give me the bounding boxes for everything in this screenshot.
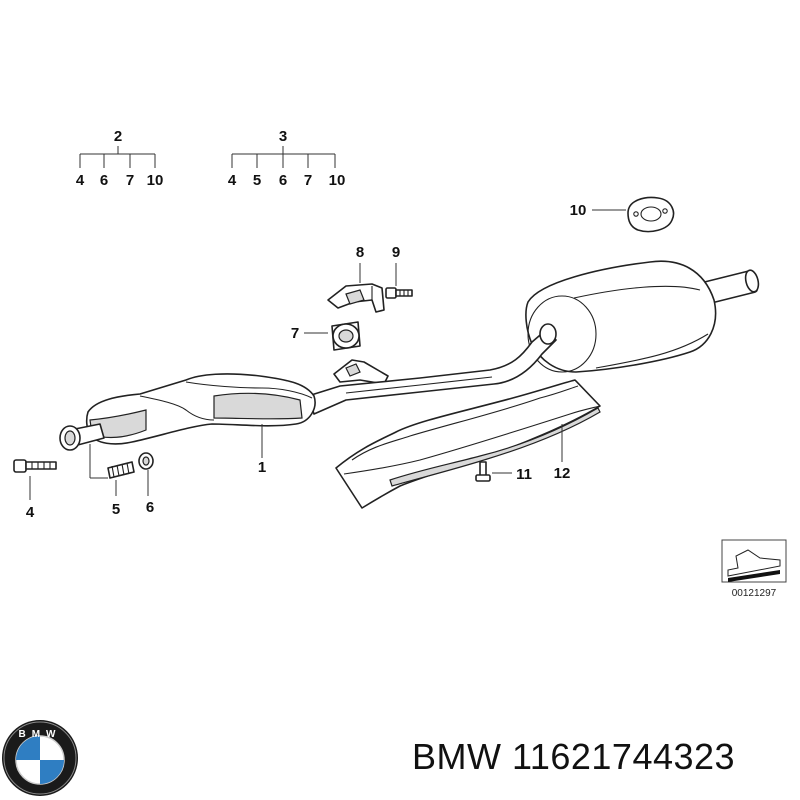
- nut-part-6: 6: [138, 452, 154, 516]
- callout-5-label: 5: [112, 501, 120, 518]
- diagram-reference: 00121297: [721, 539, 787, 599]
- callout-6-label: 6: [146, 499, 154, 516]
- bmw-logo: BMW: [2, 720, 78, 796]
- bolt-part-9: 9: [385, 244, 413, 299]
- front-silencer-part-1: 1: [59, 373, 316, 476]
- callout-12-label: 12: [554, 465, 571, 482]
- callout-11-label: 11: [516, 466, 532, 483]
- callout-9-label: 9: [392, 244, 400, 261]
- part-caption: BMW 11621744323: [412, 736, 735, 778]
- rubber-mount-part-7: 7: [291, 321, 361, 351]
- callout-3-item-5: 5: [253, 172, 261, 189]
- callout-4-label: 4: [26, 504, 35, 521]
- brand-name: BMW: [412, 736, 502, 777]
- bmw-logo-letters: BMW: [19, 729, 62, 740]
- callout-2-item-4: 4: [76, 172, 85, 189]
- part-number: 11621744323: [512, 736, 736, 777]
- rear-muffler: [525, 260, 760, 373]
- callout-3-item-7: 7: [304, 172, 312, 189]
- callout-3-item-4: 4: [228, 172, 237, 189]
- screw-part-11: 11: [475, 461, 532, 483]
- diagram-ref-number: 00121297: [732, 588, 777, 599]
- callout-7-label: 7: [291, 325, 299, 342]
- heat-shield-part-12: 12: [335, 379, 601, 509]
- callout-2-item-10: 10: [147, 172, 164, 189]
- callout-2-item-6: 6: [100, 172, 108, 189]
- callout-group-2: 2 4 6 7 10: [76, 128, 164, 189]
- bracket-part-8: 8: [327, 244, 385, 313]
- mid-pipe: [307, 323, 557, 415]
- bolt-part-4: 4: [13, 459, 57, 521]
- spring-part-5: 5: [89, 444, 135, 518]
- callout-3-label: 3: [279, 128, 287, 145]
- pipe-hanger: [333, 359, 389, 385]
- callout-1-label: 1: [258, 459, 266, 476]
- callout-8-label: 8: [356, 244, 364, 261]
- callout-3-item-10: 10: [329, 172, 346, 189]
- callout-2-label: 2: [114, 128, 122, 145]
- callout-group-3: 3 4 5 6 7 10: [228, 128, 346, 189]
- callout-3-item-6: 6: [279, 172, 287, 189]
- callout-10-label: 10: [570, 202, 587, 219]
- gasket-part-10: 10: [570, 196, 675, 233]
- callout-2-item-7: 7: [126, 172, 134, 189]
